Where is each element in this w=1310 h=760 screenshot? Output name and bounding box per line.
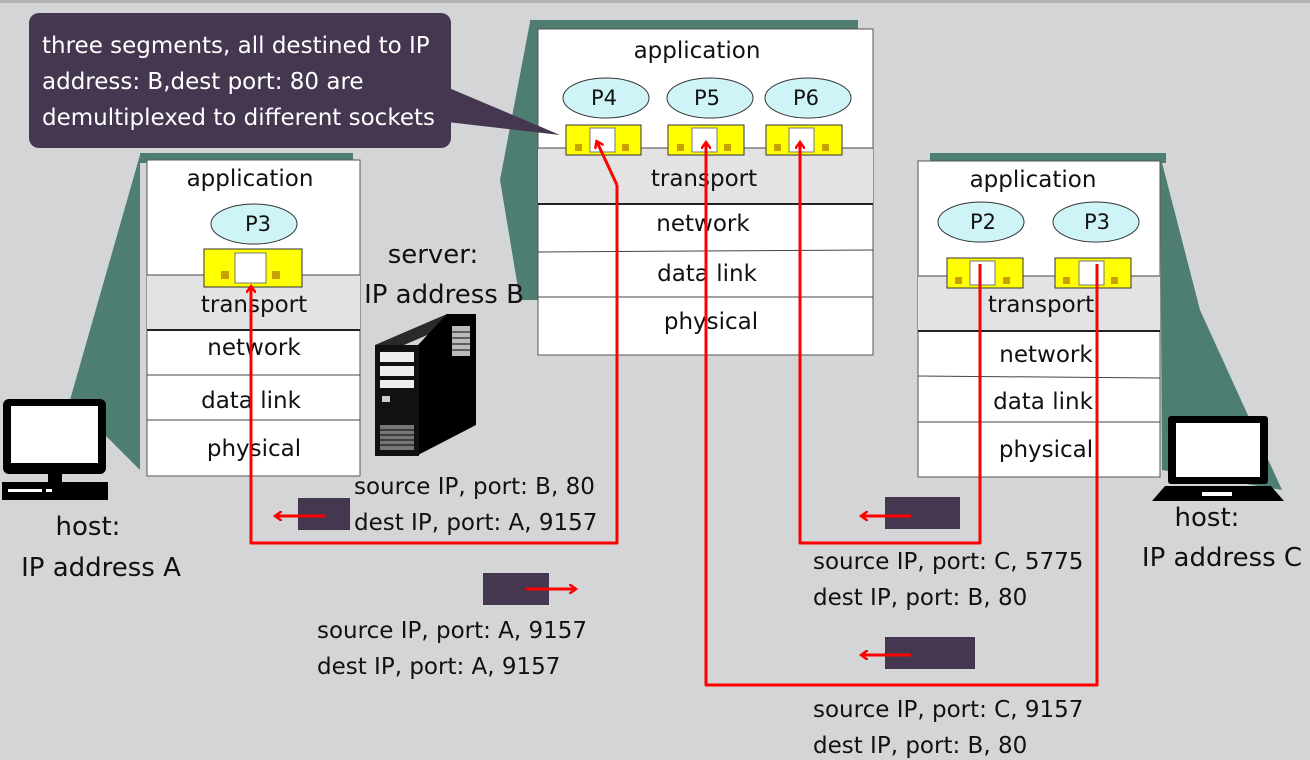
- callout-line-2: address: B,dest port: 80 are: [42, 69, 364, 95]
- host-a-application-label: application: [187, 166, 314, 192]
- callout: three segments, all destined to IP addre…: [29, 13, 560, 148]
- host-c-application-label: application: [970, 167, 1097, 193]
- path-b-to-host-a-top: [597, 142, 619, 186]
- server-tower-icon: [375, 314, 476, 456]
- host-c-shadow-top: [930, 153, 1166, 163]
- host-c-transport-label: transport: [988, 292, 1094, 318]
- host-a-label-line2: IP address A: [21, 553, 181, 583]
- segment-c9157-to-b: [885, 637, 975, 669]
- path-b-to-host-a: [251, 185, 619, 545]
- host-c-network-label: network: [999, 342, 1093, 368]
- host-c-datalink-label: data link: [993, 389, 1093, 415]
- host-c-process-p2-label: P2: [970, 210, 996, 234]
- server-b-application-label: application: [634, 38, 761, 64]
- host-c-stack: application P2 P3 transport network data…: [917, 160, 1161, 478]
- laptop-computer-icon: [1152, 416, 1284, 501]
- path-c9157-to-p5: [706, 143, 1099, 687]
- seg-a-to-b-dest: dest IP, port: A, 9157: [317, 654, 560, 680]
- server-b-label-line2: IP address B: [364, 280, 524, 310]
- server-b-transport-label: transport: [651, 166, 757, 192]
- server-b-process-p5-label: P5: [694, 86, 720, 110]
- server-b-process-p4: [562, 77, 650, 119]
- host-c-label-line1: host:: [1175, 503, 1240, 533]
- callout-line-3: demultiplexed to different sockets: [42, 105, 435, 131]
- server-b-physical-label: physical: [664, 309, 758, 335]
- server-b-process-p4-label: P4: [591, 86, 617, 110]
- host-a-physical-label: physical: [207, 436, 301, 462]
- server-b-process-p6-label: P6: [793, 86, 819, 110]
- top-border: [0, 0, 1310, 3]
- host-a-process-label: P3: [245, 212, 271, 236]
- host-a-transport-label: transport: [201, 292, 307, 318]
- segment-b-to-a: [298, 498, 350, 530]
- seg-b-to-a-dest: dest IP, port: A, 9157: [354, 510, 597, 536]
- host-c-process-p2: [937, 201, 1025, 243]
- seg-c9157-dest: dest IP, port: B, 80: [813, 733, 1027, 759]
- path-c5775-to-p6: [800, 143, 982, 545]
- host-c-process-p3: [1052, 201, 1140, 243]
- server-b-process-p5: [666, 77, 754, 119]
- host-a-process-p3: [210, 203, 298, 245]
- server-b-process-p6: [764, 77, 852, 119]
- seg-c9157-source: source IP, port: C, 9157: [813, 697, 1083, 723]
- seg-c5775-dest: dest IP, port: B, 80: [813, 585, 1027, 611]
- host-c-shadow: [1160, 155, 1282, 490]
- seg-a-to-b-source: source IP, port: A, 9157: [317, 618, 587, 644]
- host-c-label-line2: IP address C: [1142, 543, 1302, 573]
- server-b-shadow: [500, 22, 538, 300]
- seg-b-to-a-source: source IP, port: B, 80: [354, 474, 595, 500]
- server-b-network-label: network: [656, 211, 750, 237]
- host-a-shadow: [70, 155, 140, 470]
- host-c-physical-label: physical: [999, 437, 1093, 463]
- server-b-label-line1: server:: [388, 240, 479, 270]
- host-a-shadow-top: [140, 153, 353, 163]
- host-a-label-line1: host:: [56, 512, 121, 542]
- desktop-computer-icon: [2, 399, 108, 500]
- host-c-process-p3-label: P3: [1084, 210, 1110, 234]
- seg-c5775-source: source IP, port: C, 5775: [813, 549, 1083, 575]
- segment-c5775-to-b: [885, 497, 960, 529]
- host-a-stack: application P3 transport network data li…: [146, 159, 361, 477]
- callout-line-1: three segments, all destined to IP: [42, 33, 430, 59]
- host-a-network-label: network: [207, 335, 301, 361]
